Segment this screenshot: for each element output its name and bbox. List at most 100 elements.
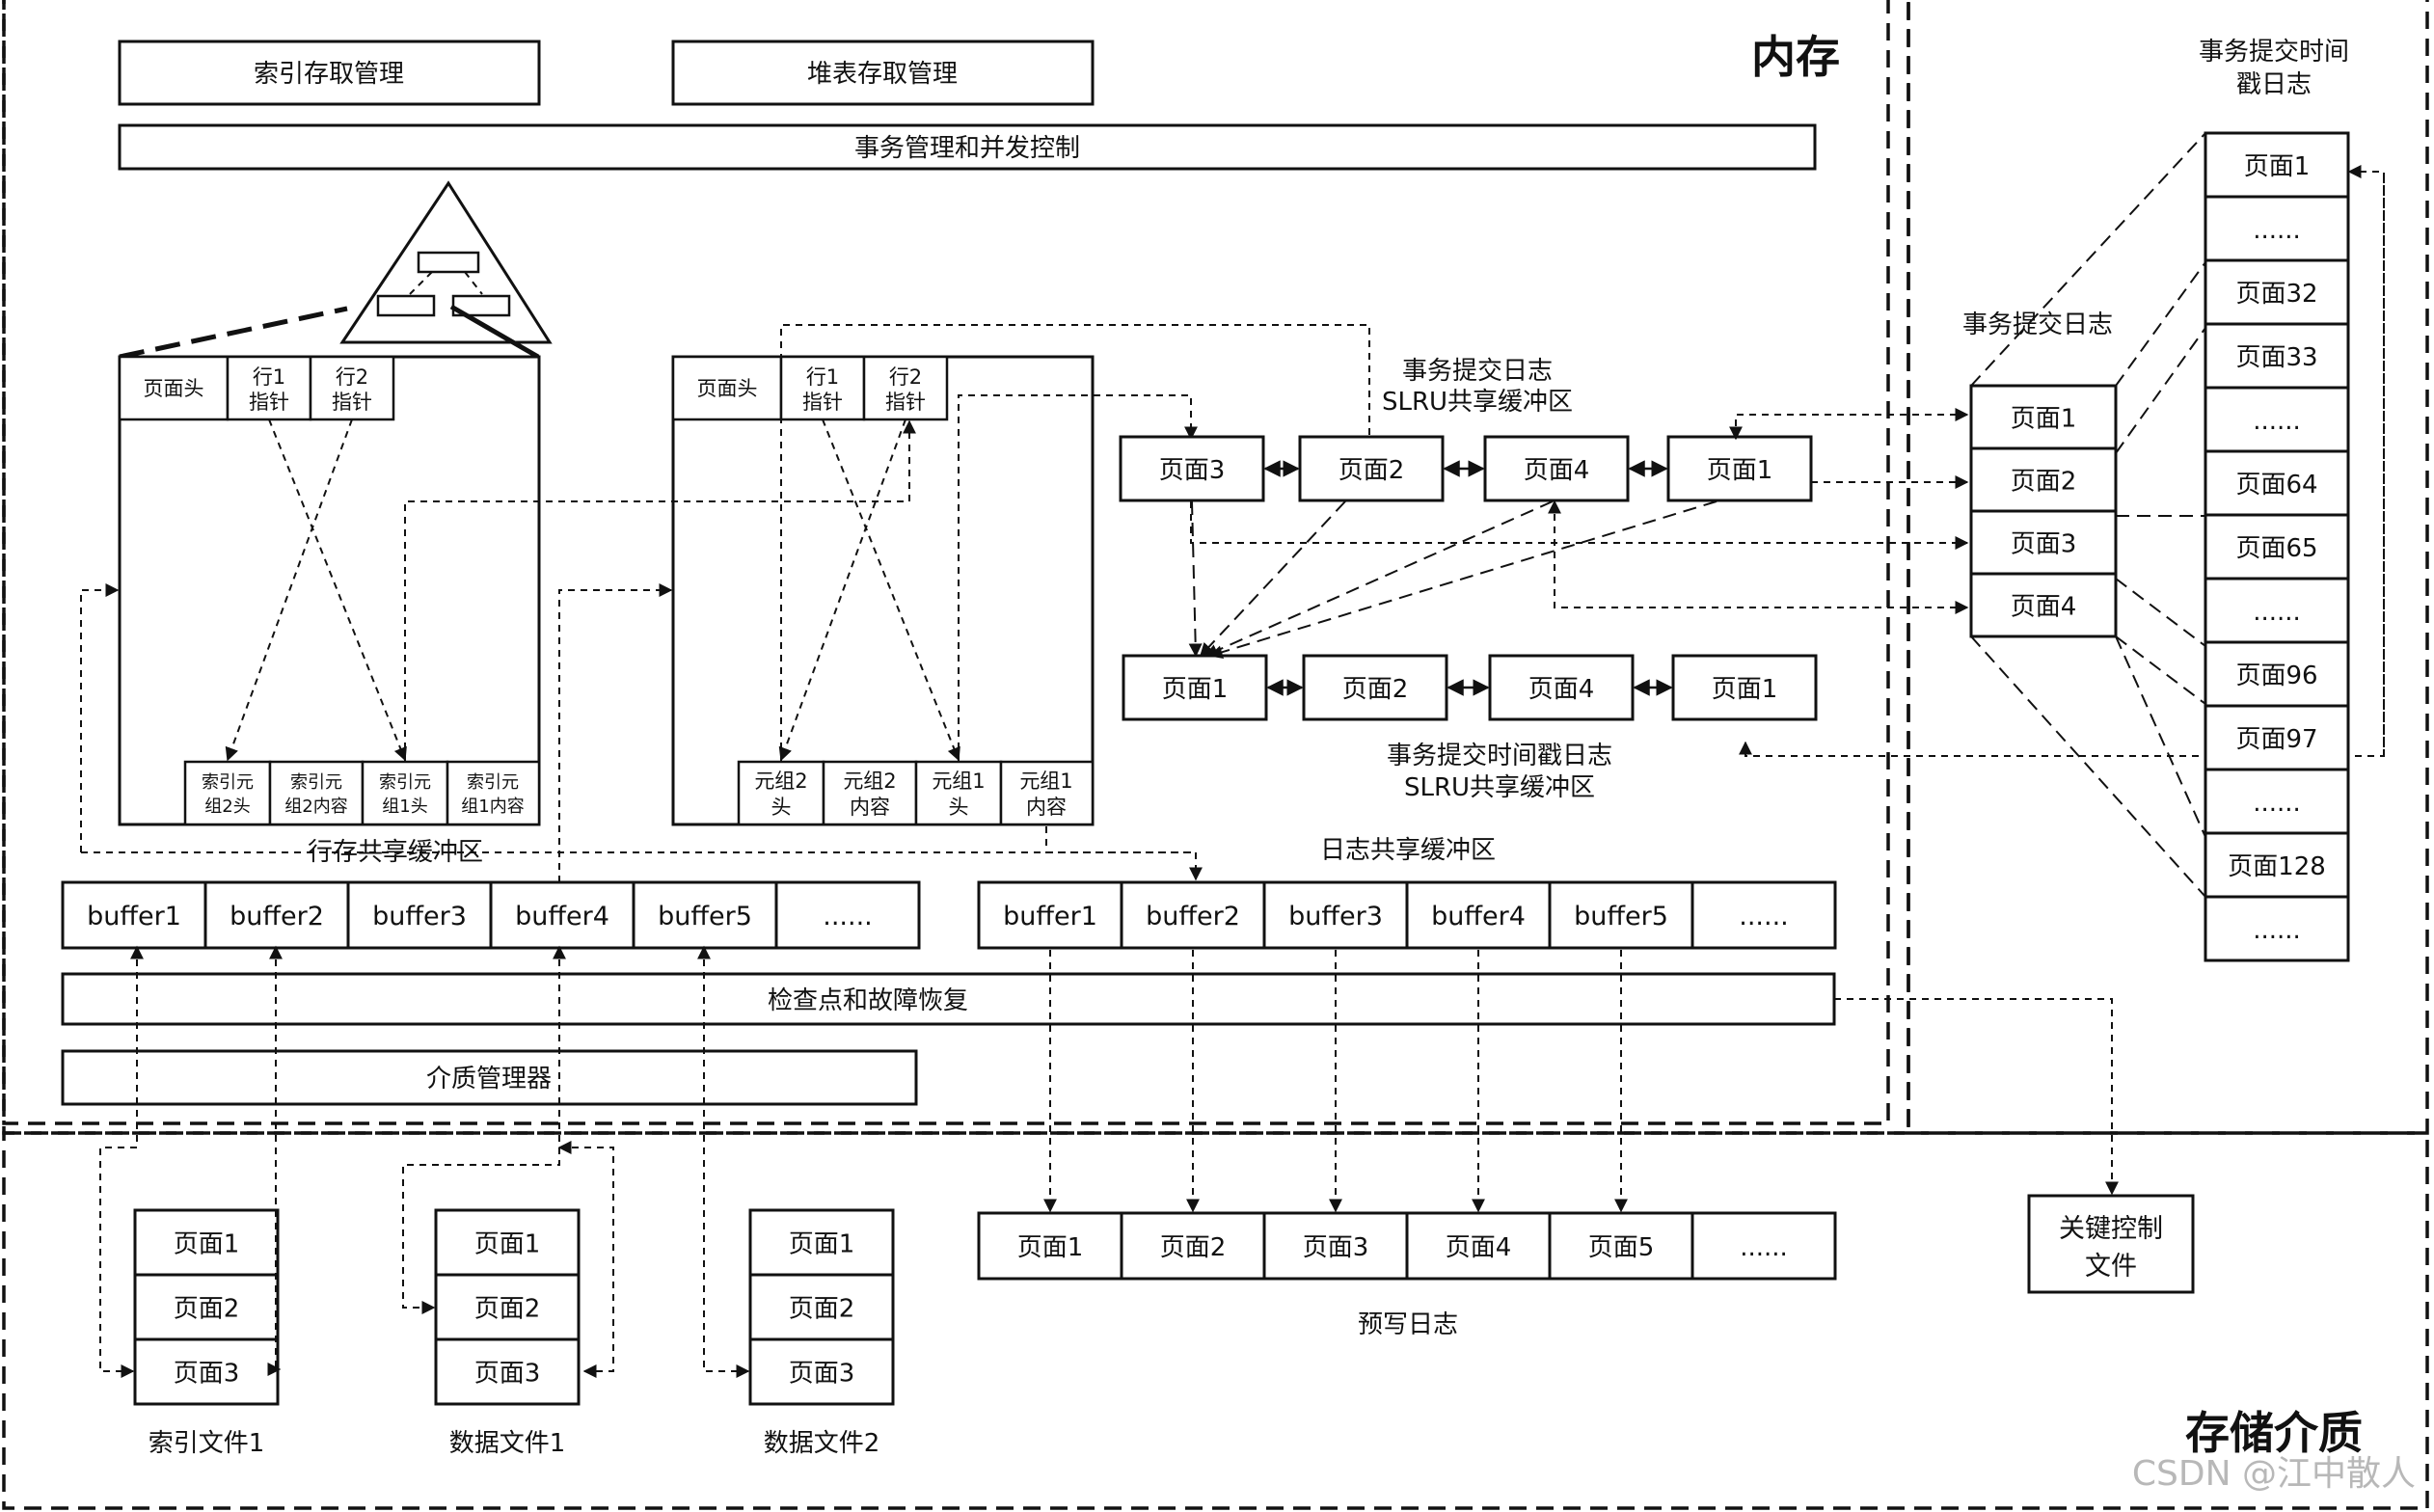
commit-ts-page-6-label: 页面64 (2235, 471, 2317, 500)
clog-slru-page-2 (1298, 435, 1445, 502)
slru-link-b (1200, 500, 1346, 658)
file-1-page-3-label: 页面3 (174, 1360, 240, 1389)
log-buffer-cell-4 (1405, 880, 1552, 950)
index-to-heap-link (404, 419, 916, 762)
heap-tuple-2-l2: 内容 (850, 796, 890, 819)
index-tuple-2-l1: 索引元 (290, 772, 342, 793)
index-tuples: 索引元 组2头 索引元 组2内容 索引元 组1头 索引元 组1内容 (183, 760, 541, 826)
commit-ts-page-5 (2204, 386, 2350, 453)
clog-slru-label-1: 事务提交日志 (1402, 357, 1553, 386)
clog-slru-page-1-label: 页面3 (1159, 456, 1226, 485)
commit-ts-page-9 (2204, 640, 2350, 708)
clog-page-3-label: 页面3 (2011, 530, 2077, 559)
control-file-l1: 关键控制 (2059, 1214, 2163, 1244)
log-buffer-cell-1-label: buffer1 (1003, 902, 1097, 932)
index-access-box (118, 40, 541, 106)
commit-ts-page-10 (2204, 704, 2350, 771)
clog-slru-label-2: SLRU共享缓冲区 (1382, 388, 1573, 417)
heap-ptr2 (862, 355, 949, 421)
media-to-files-links (99, 945, 750, 1378)
slru-link-c (1203, 500, 1554, 658)
log-buffer-cell-5-label: buffer5 (1574, 902, 1668, 932)
ts-slru-label-1: 事务提交时间戳日志 (1387, 742, 1612, 770)
heap-tuple-to-log-buffer (1045, 826, 1203, 881)
heap-tuple-2-l1: 元组2 (843, 770, 896, 793)
heap-access-box (671, 40, 1095, 106)
row-buffer-cell-3-label: buffer3 (372, 902, 467, 932)
heap-access-label: 堆表存取管理 (807, 60, 958, 89)
clog-page-2 (1969, 446, 2118, 513)
index-ptr2-l1: 行2 (336, 365, 368, 389)
heap-ptr2-l1: 行2 (889, 365, 922, 389)
files: 页面1页面2页面3索引文件1页面1页面2页面3数据文件1页面1页面2页面3数据文… (133, 1208, 895, 1458)
heap-ptr1-l2: 指针 (802, 391, 843, 414)
clog-page-1 (1969, 384, 2118, 450)
file-3-page-3 (748, 1337, 895, 1406)
commit-ts-label-2: 戳日志 (2236, 70, 2312, 99)
clog-to-commit-ts-links (1970, 132, 2206, 898)
commit-ts-page-6 (2204, 449, 2350, 517)
storage-label: 存储介质 (2185, 1407, 2363, 1459)
heap-ptr2-l2: 指针 (885, 391, 926, 414)
index-ptr2-l2: 指针 (332, 391, 372, 414)
storage-region (2, 1131, 2429, 1510)
index-page (118, 355, 541, 826)
file-2-page-3-label: 页面3 (474, 1360, 541, 1389)
row-buffer-cell-4-label: buffer4 (515, 902, 609, 932)
file-2-page-2-label: 页面2 (474, 1295, 541, 1324)
checkpoint-to-control-file (1834, 998, 2119, 1196)
heap-to-clog-link (780, 324, 1376, 762)
clog-slru-page-1 (1119, 435, 1265, 502)
ts-slru-page-3 (1488, 654, 1635, 721)
clog-page-4 (1969, 572, 2118, 638)
commit-ts-page-7-label: 页面65 (2235, 534, 2317, 563)
clog-page-1-label: 页面1 (2011, 405, 2077, 434)
file-3-page-2 (748, 1273, 895, 1341)
commit-ts-page-11-label: ...... (2253, 789, 2301, 818)
btree-node-root (417, 251, 480, 274)
watermark: CSDN @江中散人 (2132, 1454, 2416, 1494)
btree-edge-left (409, 271, 433, 295)
commit-ts-page-10-label: 页面97 (2235, 725, 2317, 754)
log-buffer-cell-6 (1690, 880, 1837, 950)
index-ptr2 (309, 355, 395, 421)
link-data1b (557, 1141, 614, 1378)
ts-slru-page-2 (1302, 654, 1448, 721)
file-1-page-3 (133, 1337, 280, 1406)
file-1-page-1-label: 页面1 (174, 1230, 240, 1259)
slru-links (1188, 165, 2385, 757)
wal-page-2-label: 页面2 (1160, 1233, 1227, 1262)
fan-2 (2115, 261, 2206, 387)
commit-ts-page-4-label: 页面33 (2235, 343, 2317, 372)
log-buffer-cell-4-label: buffer4 (1431, 902, 1526, 932)
commit-ts-page-11 (2204, 768, 2350, 835)
file-2-label: 数据文件1 (449, 1429, 566, 1458)
log-buffer-cell-2-label: buffer2 (1146, 902, 1240, 932)
btree-node-left (376, 294, 436, 317)
heap-tuple-1-l2: 头 (771, 796, 792, 819)
link-buf2 (267, 945, 283, 1376)
commit-ts-pages: 页面1......页面32页面33......页面64页面65......页面9… (2204, 131, 2350, 962)
fan-8 (1970, 635, 2206, 898)
memory-label: 内存 (1751, 31, 1840, 83)
ts-slru-page-3-label: 页面4 (1528, 675, 1595, 704)
wal-page-6-label: ...... (1740, 1233, 1788, 1262)
wal-page-1-label: 页面1 (1017, 1233, 1084, 1262)
wal-page-5 (1548, 1211, 1694, 1281)
wal-page-1 (977, 1211, 1123, 1281)
heap-to-clog-link2 (958, 394, 1198, 762)
commit-ts-page-12 (2204, 831, 2350, 899)
btree-edge-right (464, 271, 483, 295)
row-buffer-cell-1-label: buffer1 (87, 902, 181, 932)
ts-slru-page-4-label: 页面1 (1712, 675, 1778, 704)
log-buffer-cell-1 (977, 880, 1123, 950)
file-3-page-3-label: 页面3 (789, 1360, 855, 1389)
heap-ptr1 (779, 355, 866, 421)
commit-ts-page-3 (2204, 258, 2350, 326)
index-tuple-1-l2: 组2头 (204, 796, 250, 817)
row-buffer-cell-4 (489, 880, 636, 950)
